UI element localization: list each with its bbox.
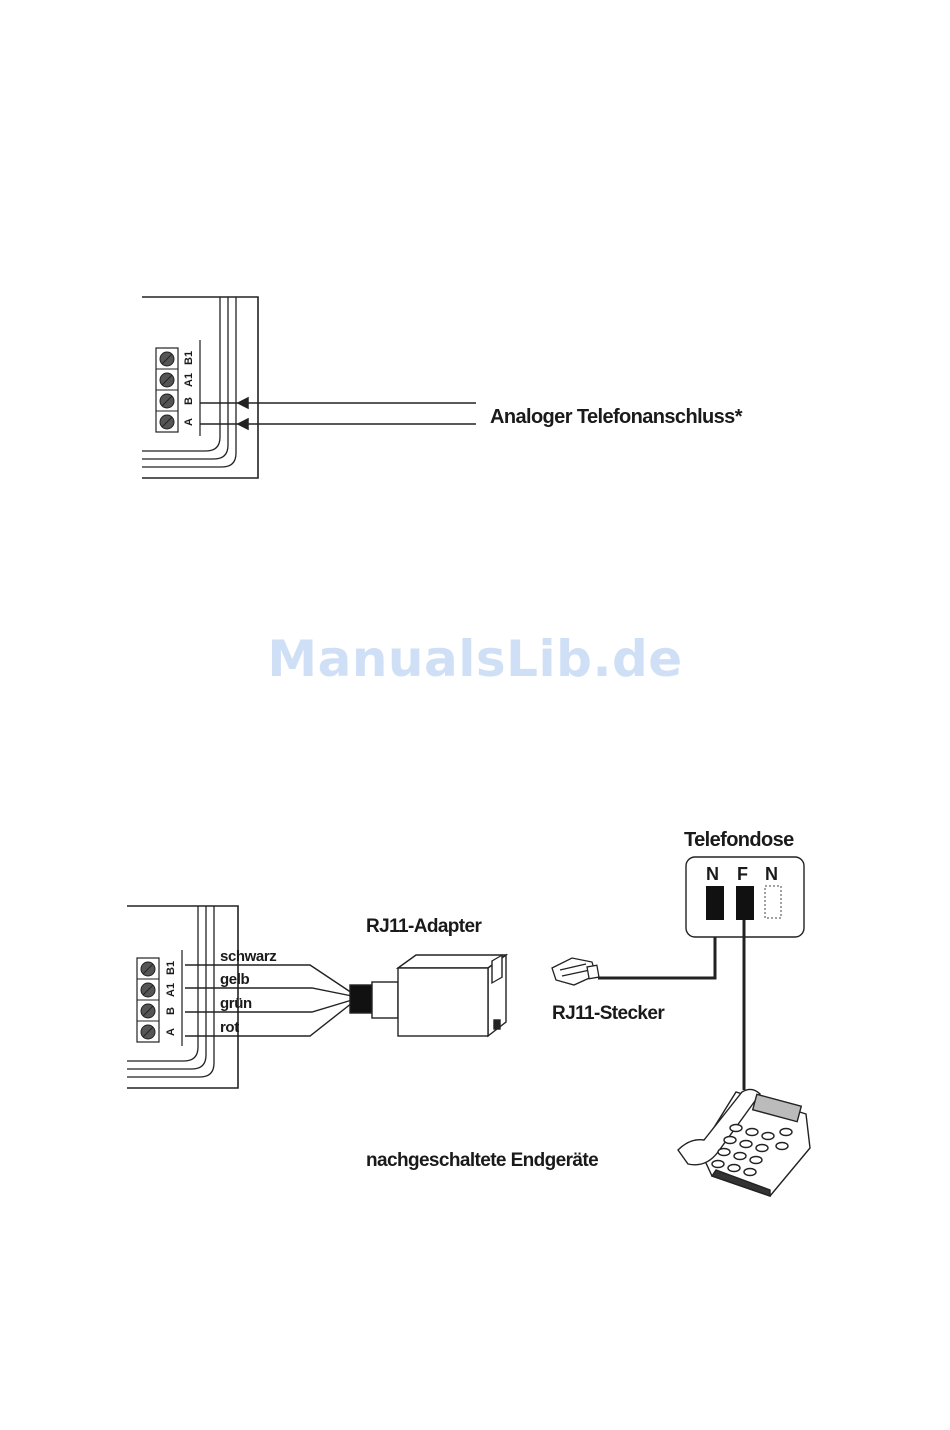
wire-gruen xyxy=(185,1000,352,1012)
wire-label-gruen: grün xyxy=(220,995,252,1012)
terminal-letter-a1: A1 xyxy=(165,983,177,997)
terminal-letter-b: B xyxy=(183,397,195,405)
arrow-icon xyxy=(238,398,248,408)
arrow-icon xyxy=(238,419,248,429)
terminal-tiny-caption xyxy=(199,340,201,436)
terminal-letter-b: B xyxy=(165,1007,177,1015)
watermark: ManualsLib.de xyxy=(0,630,950,688)
adapter-wires xyxy=(185,965,352,1036)
terminal-letter-a: A xyxy=(183,418,195,426)
rj11-adapter xyxy=(350,955,506,1036)
wire-label-rot: rot xyxy=(220,1019,239,1036)
connected-devices-label: nachgeschaltete Endgeräte xyxy=(366,1150,598,1171)
socket-slot-n1-label: N xyxy=(706,864,719,884)
wire-label-schwarz: schwarz xyxy=(220,948,276,965)
terminal-letter-a: A xyxy=(165,1028,177,1036)
telephone-icon xyxy=(678,1089,810,1196)
rj11-plug xyxy=(552,958,599,985)
socket-slot-f-label: F xyxy=(737,864,748,884)
socket-slot-n2-label: N xyxy=(765,864,778,884)
diagram-analog-connection: A B A1 B1 Analoger Telefonanschluss* xyxy=(0,0,950,560)
terminal-letter-b1: B1 xyxy=(165,961,177,975)
socket-slot-n1 xyxy=(706,886,724,920)
rj11-adapter-label: RJ11-Adapter xyxy=(366,916,482,937)
wire-gelb xyxy=(185,988,352,996)
adapter-plug-connector xyxy=(350,985,372,1013)
socket-slot-n2 xyxy=(765,886,781,918)
rj11-plug-label: RJ11-Stecker xyxy=(552,1003,665,1024)
wire-schwarz xyxy=(185,965,352,993)
socket-slot-f xyxy=(736,886,754,920)
socket-title: Telefondose xyxy=(684,829,794,851)
analog-connection-label: Analoger Telefonanschluss* xyxy=(490,406,743,428)
diagram-rj11-connection: A B A1 B1 schwarz gelb grün rot RJ11-Ada… xyxy=(0,780,950,1340)
terminal-tiny-caption xyxy=(181,950,183,1046)
wire-label-gelb: gelb xyxy=(220,971,249,988)
phone-line-wires xyxy=(200,398,476,429)
terminal-letter-b1: B1 xyxy=(183,351,195,365)
terminal-block: A B A1 B1 xyxy=(156,340,201,436)
terminal-letter-a1: A1 xyxy=(183,373,195,387)
terminal-block-2: A B A1 B1 xyxy=(137,950,183,1046)
